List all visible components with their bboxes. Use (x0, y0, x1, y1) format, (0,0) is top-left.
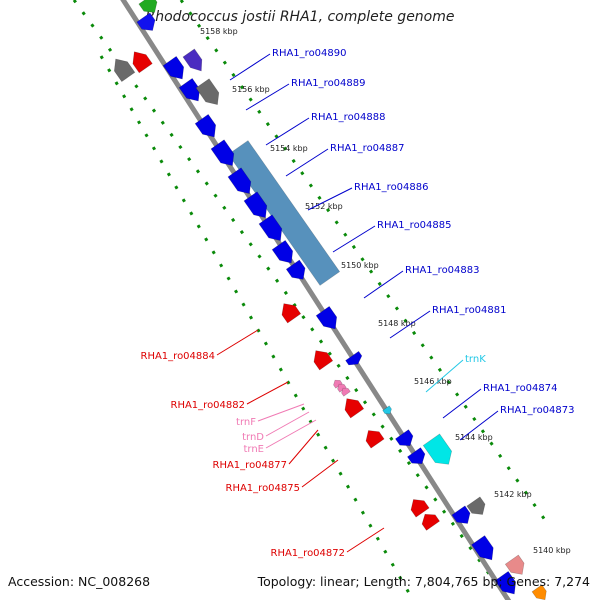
trna-reverse-3[interactable] (341, 387, 351, 397)
forward-gene-6[interactable] (243, 191, 268, 219)
reverse-gene-1[interactable] (281, 303, 302, 324)
reverse-gene-gray[interactable] (113, 58, 136, 83)
reverse-gene-label[interactable]: trnE (243, 444, 264, 455)
scale-label: 5146 kbp (414, 377, 452, 386)
forward-gene-orange[interactable] (531, 584, 547, 600)
label-leader-line (425, 359, 464, 393)
forward-gene-top[interactable] (136, 12, 156, 31)
scale-label: 5148 kbp (378, 319, 416, 328)
forward-gene-label[interactable]: RHA1_ro04873 (500, 405, 575, 416)
forward-gene-label[interactable]: RHA1_ro04881 (432, 305, 507, 316)
trna-forward-k[interactable] (382, 405, 392, 415)
forward-gene-12[interactable] (395, 429, 414, 447)
scale-label: 5154 kbp (270, 144, 308, 153)
forward-gene-label[interactable]: RHA1_ro04888 (311, 112, 386, 123)
forward-gene-10[interactable] (315, 305, 338, 330)
scale-label: 5142 kbp (494, 490, 532, 499)
label-leader-line (363, 270, 404, 299)
forward-gene-green[interactable] (138, 0, 158, 13)
reverse-gene-label[interactable]: trnD (242, 432, 264, 443)
label-leader-line (265, 411, 310, 437)
scale-label: 5156 kbp (232, 85, 270, 94)
reverse-gene-7[interactable] (132, 51, 153, 74)
forward-gene-label[interactable]: RHA1_ro04890 (272, 48, 347, 59)
forward-gene-7[interactable] (258, 214, 283, 242)
forward-gene-label[interactable]: RHA1_ro04874 (483, 383, 558, 394)
forward-gene-9[interactable] (285, 259, 306, 280)
overlay-feature-band[interactable] (227, 140, 341, 286)
forward-gene-15[interactable] (471, 535, 494, 561)
forward-gene-label[interactable]: RHA1_ro04883 (405, 265, 480, 276)
forward-gene-gray-1[interactable] (195, 78, 220, 106)
forward-gene-13[interactable] (407, 447, 426, 465)
forward-gene-11[interactable] (345, 350, 363, 366)
tick-track (99, 55, 415, 600)
forward-gene-4[interactable] (210, 139, 235, 167)
forward-gene-label[interactable]: trnK (465, 354, 486, 365)
label-leader-line (265, 117, 310, 146)
reverse-gene-2[interactable] (313, 350, 334, 371)
label-leader-line (285, 148, 329, 177)
forward-gene-1[interactable] (162, 55, 185, 80)
tick-track (72, 0, 510, 600)
forward-gene-label[interactable]: RHA1_ro04886 (354, 182, 429, 193)
forward-gene-label[interactable]: RHA1_ro04889 (291, 78, 366, 89)
forward-gene-purple[interactable] (182, 48, 203, 72)
label-leader-line (332, 225, 376, 253)
genome-backbone (120, 0, 512, 600)
reverse-gene-label[interactable]: RHA1_ro04872 (271, 548, 346, 559)
label-leader-line (257, 403, 305, 422)
forward-gene-5[interactable] (227, 167, 252, 195)
reverse-gene-label[interactable]: trnF (236, 417, 256, 428)
label-leader-line (245, 83, 290, 111)
reverse-gene-3[interactable] (344, 398, 365, 419)
map-title: Rhodococcus jostii RHA1, complete genome (145, 9, 455, 25)
label-leader-line (442, 388, 482, 419)
forward-gene-16[interactable] (494, 570, 517, 595)
tick-track (179, 0, 547, 521)
label-leader-line (229, 53, 271, 81)
reverse-gene-label[interactable]: RHA1_ro04884 (141, 351, 216, 362)
label-leader-line (288, 429, 319, 465)
forward-gene-8[interactable] (271, 239, 294, 264)
reverse-gene-5[interactable] (410, 499, 430, 518)
forward-gene-2[interactable] (178, 77, 201, 102)
label-leader-line (301, 459, 339, 488)
scale-label: 5140 kbp (533, 546, 571, 555)
forward-gene-3[interactable] (194, 113, 217, 138)
scale-label: 5144 kbp (455, 433, 493, 442)
label-leader-line (307, 187, 353, 211)
scale-label: 5158 kbp (200, 27, 238, 36)
forward-gene-label[interactable]: RHA1_ro04885 (377, 220, 452, 231)
reverse-gene-label[interactable]: RHA1_ro04877 (213, 460, 288, 471)
genome-summary-text: Topology: linear; Length: 7,804,765 bp; … (257, 574, 590, 589)
label-leader-line (389, 310, 431, 339)
scale-label: 5152 kbp (305, 202, 343, 211)
forward-gene-gray-2[interactable] (466, 496, 486, 515)
label-leader-line (246, 381, 289, 405)
reverse-gene-label[interactable]: RHA1_ro04882 (171, 400, 246, 411)
accession-text: Accession: NC_008268 (8, 574, 151, 589)
scale-label: 5150 kbp (341, 261, 379, 270)
label-leader-line (459, 410, 499, 441)
forward-gene-cyan[interactable] (422, 433, 452, 465)
reverse-gene-label[interactable]: RHA1_ro04875 (226, 483, 301, 494)
reverse-gene-4[interactable] (365, 430, 385, 449)
forward-gene-pink[interactable] (504, 554, 525, 575)
label-leader-line (265, 419, 317, 449)
label-leader-line (346, 527, 385, 553)
label-leader-line (216, 329, 259, 356)
forward-gene-label[interactable]: RHA1_ro04887 (330, 143, 405, 154)
reverse-gene-6[interactable] (421, 513, 440, 531)
forward-gene-14[interactable] (451, 505, 471, 524)
